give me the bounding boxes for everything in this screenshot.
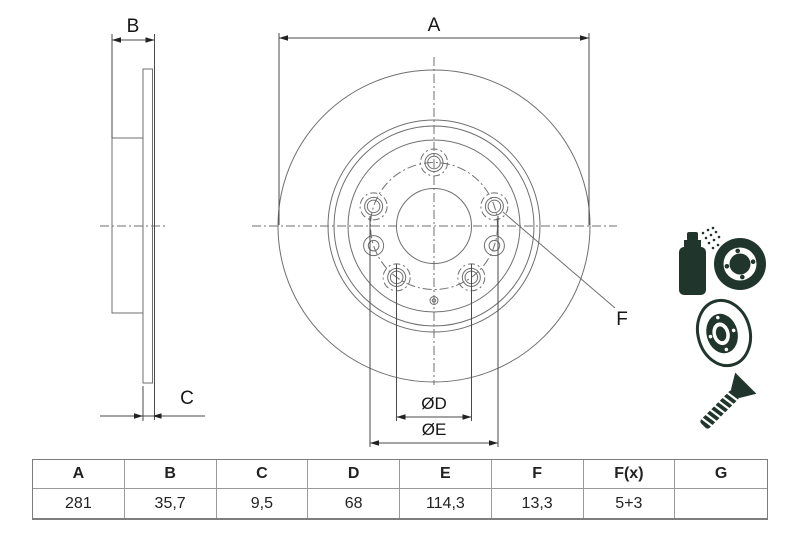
dimension-d-label: ØD: [421, 394, 447, 413]
coated-disc-spray-icon: [679, 226, 766, 295]
front-view: [252, 57, 617, 385]
table-value-cell: 35,7: [125, 489, 217, 518]
brake-disc-3d-icon: [695, 298, 753, 368]
brake-disc-drawing: B C: [100, 15, 766, 447]
dimension-c: [100, 386, 205, 421]
table-value-cell: 9,5: [217, 489, 309, 518]
table-header-cell: F(x): [583, 460, 676, 489]
spray-dots: [701, 226, 721, 250]
dimension-e: [369, 216, 499, 447]
table-value-cell: 13,3: [492, 489, 584, 518]
table-header-cell: B: [124, 460, 217, 489]
table-header-cell: G: [675, 460, 767, 489]
table-value-cell: 68: [308, 489, 400, 518]
dimension-e-label: ØE: [422, 420, 447, 439]
table-header-cell: A: [33, 460, 125, 489]
table-value-cell: 281: [33, 489, 125, 518]
table-header-cell: D: [308, 460, 400, 489]
dimension-c-label: C: [180, 388, 194, 409]
table-header-cell: C: [216, 460, 309, 489]
table-header-cell: E: [400, 460, 492, 489]
dimension-a-label: A: [428, 15, 441, 36]
dimension-f-leader: [502, 211, 616, 309]
table-value-cell: 5+3: [584, 489, 676, 518]
dimension-b: [111, 34, 155, 420]
dimension-b-label: B: [127, 16, 140, 37]
table-value-cell: 114,3: [400, 489, 492, 518]
dimension-f-label: F: [616, 309, 628, 330]
dimension-d: [396, 264, 472, 421]
table-value-cell: [675, 489, 767, 518]
table-header-cell: F: [491, 460, 584, 489]
countersunk-screw-icon: [700, 372, 757, 429]
dimension-a: [278, 33, 590, 225]
side-view: [100, 68, 168, 384]
